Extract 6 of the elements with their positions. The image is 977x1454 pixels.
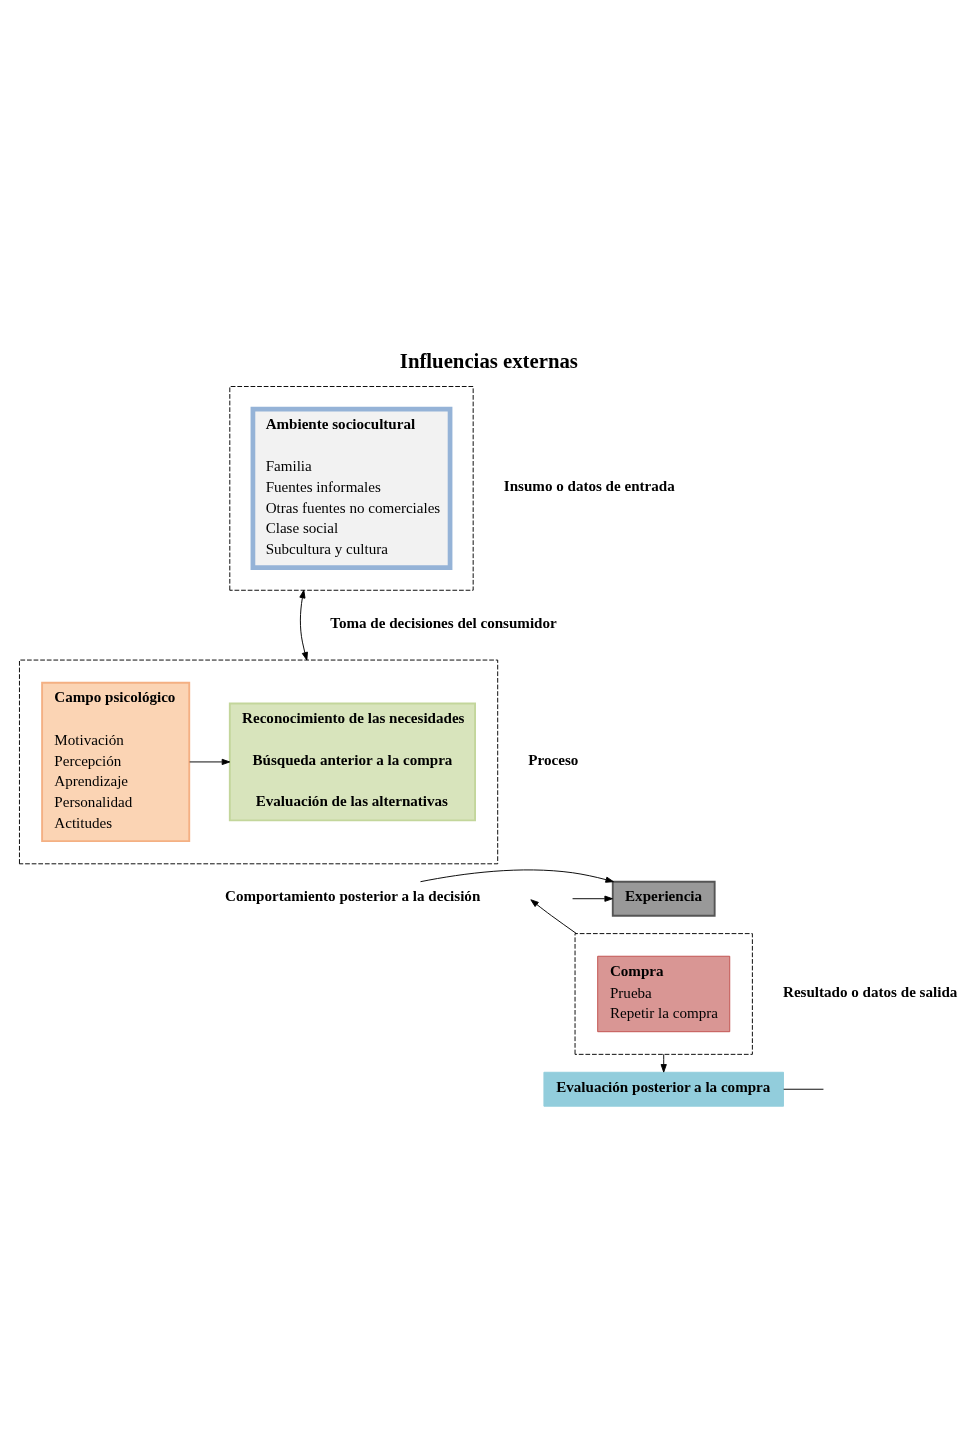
node-label: Resultado o datos de salida <box>783 983 958 1000</box>
node-label: Insumo o datos de entrada <box>503 477 675 494</box>
node-label: Proceso <box>528 751 579 768</box>
node-text: Comportamiento posterior a la decisión <box>225 887 481 904</box>
diagram-title: Influencias externas <box>399 349 578 372</box>
label: Toma de decisiones del consumidor <box>330 614 557 631</box>
